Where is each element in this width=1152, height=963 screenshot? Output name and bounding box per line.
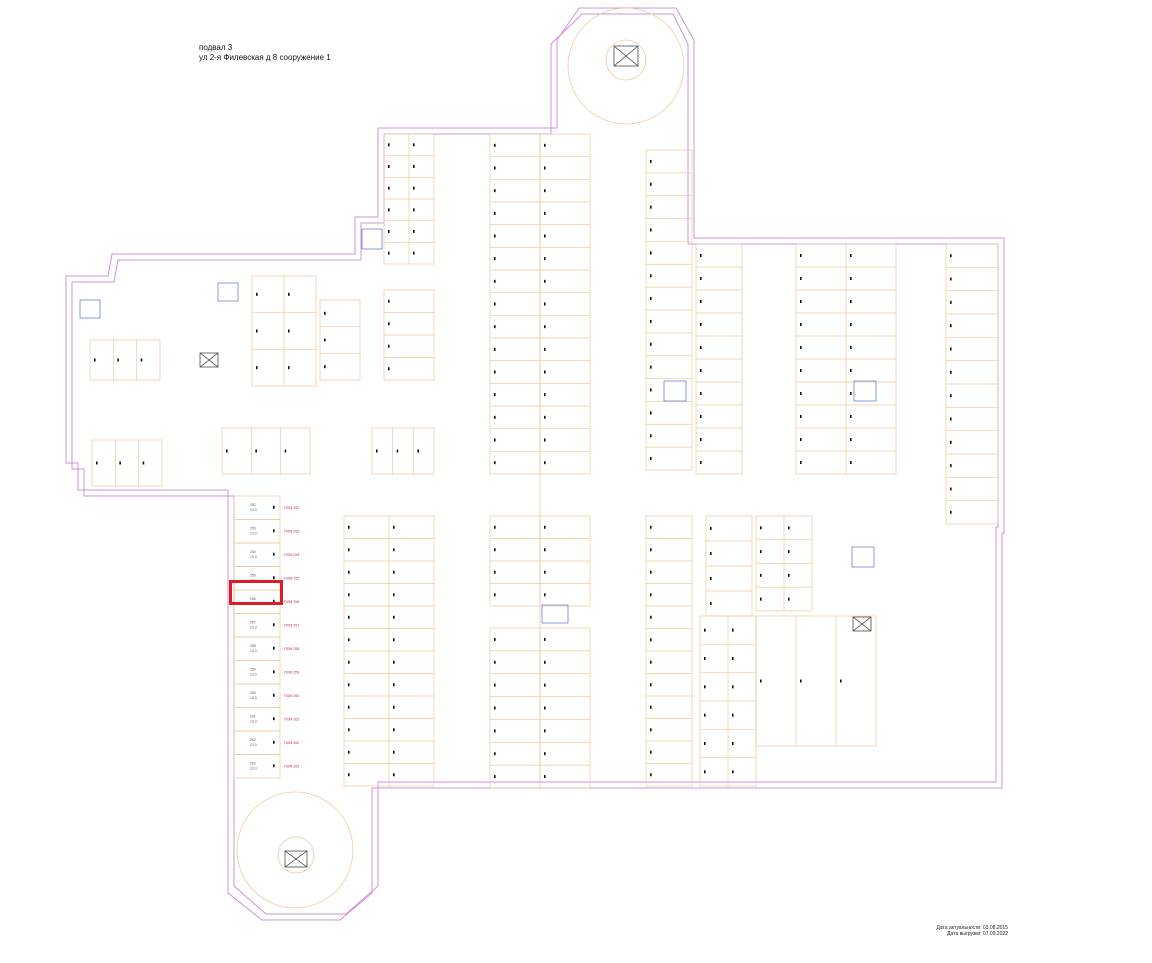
room-label: ПОМ 256 — [284, 600, 299, 604]
room-area: 13.3 — [250, 649, 257, 653]
plan-title: подвал 3 — [199, 43, 233, 52]
room-area: 13.3 — [250, 767, 257, 771]
room-number: 254 — [250, 550, 256, 554]
plan-address: ул 2-я Филевская д 8 сооружение 1 — [199, 53, 331, 62]
room-number: 262 — [250, 738, 256, 742]
room-area: 13.3 — [250, 743, 257, 747]
south-stair-tower — [236, 791, 354, 909]
room-label: ПОМ 260 — [284, 694, 299, 698]
plan-footer: Дата актуальности: 03.08.2015 Дата выгру… — [920, 925, 1008, 937]
elevator-blocks — [199, 352, 872, 632]
parking-stall-grids — [89, 133, 999, 789]
room-number: 255 — [250, 574, 256, 578]
room-label: ПОМ 262 — [284, 741, 299, 745]
room-number: 260 — [250, 691, 256, 695]
room-area: 13.3 — [250, 555, 257, 559]
room-label: ПОМ 252 — [284, 506, 299, 510]
room-label: ПОМ 253 — [284, 530, 299, 534]
room-number: 253 — [250, 527, 256, 531]
plan-title-block: подвал 3 ул 2-я Филевская д 8 сооружение… — [199, 43, 331, 63]
room-number: 263 — [250, 762, 256, 766]
north-stair-tower — [567, 7, 685, 125]
room-label: ПОМ 259 — [284, 671, 299, 675]
room-area: 13.3 — [250, 673, 257, 677]
room-area: 13.3 — [250, 696, 257, 700]
room-area: 13.3 — [250, 626, 257, 630]
room-area: 13.3 — [250, 508, 257, 512]
room-label: ПОМ 257 — [284, 624, 299, 628]
room-label: ПОМ 258 — [284, 647, 299, 651]
actuality-date: Дата актуальности: 03.08.2015 — [936, 925, 1008, 931]
stair-blocks — [79, 228, 877, 624]
selected-room-highlight[interactable] — [229, 580, 283, 605]
room-label: ПОМ 255 — [284, 577, 299, 581]
room-number: 258 — [250, 644, 256, 648]
room-area: 13.3 — [250, 720, 257, 724]
room-label: ПОМ 263 — [284, 765, 299, 769]
building-outline — [65, 7, 1005, 921]
room-number: 259 — [250, 668, 256, 672]
export-date: Дата выгрузки: 07.09.2022 — [947, 931, 1008, 937]
room-label: ПОМ 261 — [284, 718, 299, 722]
room-number: 256 — [250, 597, 256, 601]
room-number: 252 — [250, 503, 256, 507]
room-area: 13.3 — [250, 532, 257, 536]
room-number: 257 — [250, 621, 256, 625]
room-number: 261 — [250, 715, 256, 719]
room-label: ПОМ 254 — [284, 553, 299, 557]
